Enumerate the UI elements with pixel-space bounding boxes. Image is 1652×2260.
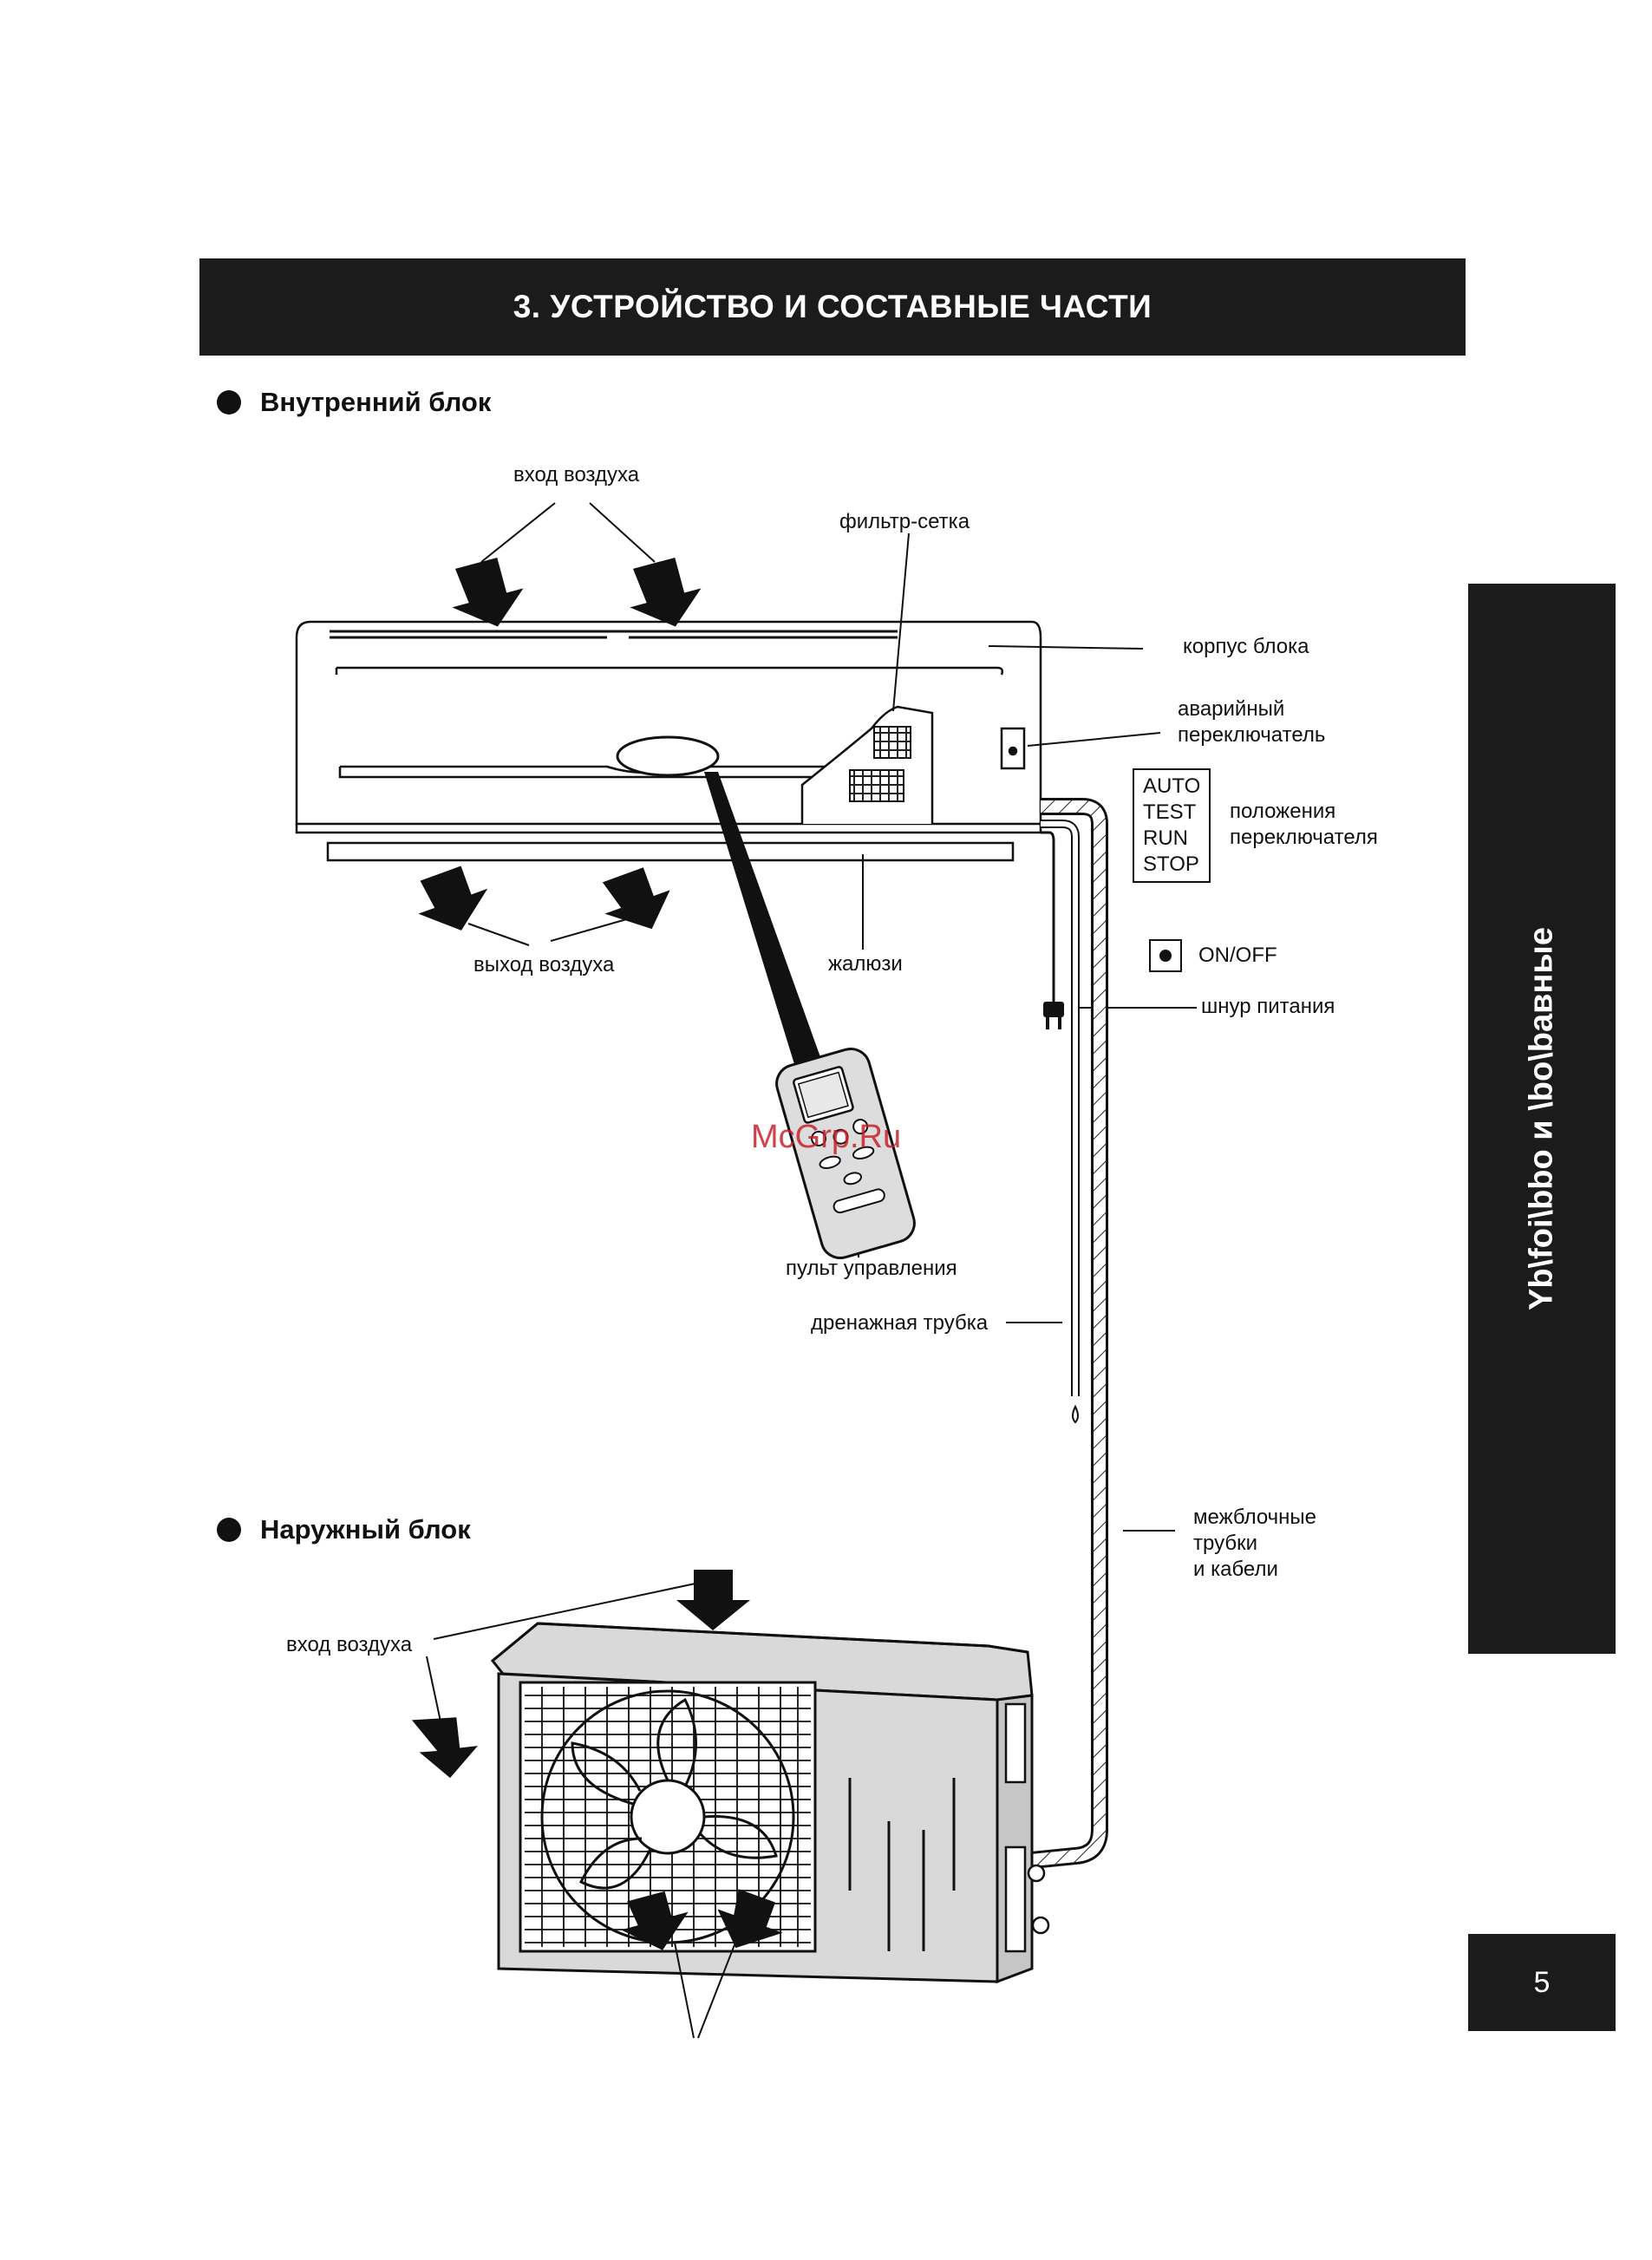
- label-onoff: ON/OFF: [1198, 944, 1277, 967]
- mode-auto: AUTO: [1143, 774, 1201, 798]
- remote-control-icon: [775, 1048, 916, 1259]
- label-air-out: выход воздуха: [473, 953, 615, 977]
- mode-stop: STOP: [1143, 852, 1199, 876]
- pointer-beam: [704, 772, 824, 1075]
- onoff-button-icon: [1149, 939, 1182, 972]
- label-pipes-cables: межблочные трубки и кабели: [1193, 1506, 1317, 1581]
- side-tab: Yb\foi\bbo и \bo\bавные: [1468, 584, 1616, 1654]
- fan-icon: [540, 1689, 795, 1944]
- switch-mode-list: AUTO TEST RUN STOP: [1133, 768, 1211, 883]
- power-plug-icon: [1043, 1002, 1064, 1029]
- watermark: McGrp.Ru: [751, 1119, 902, 1155]
- drop-icon: [1072, 1404, 1079, 1424]
- label-remote-control: пульт управления: [786, 1257, 957, 1280]
- label-switch-positions: положения переключателя: [1230, 800, 1378, 849]
- label-louvers: жалюзи: [828, 952, 903, 976]
- mode-test: TEST: [1143, 800, 1197, 824]
- leader-lines: [467, 502, 1197, 1532]
- label-filter: фильтр-сетка: [839, 510, 970, 533]
- arrow-icon: [418, 865, 670, 931]
- indoor-section-title: Внутренний блок: [217, 387, 491, 418]
- outdoor-unit: [490, 1622, 1050, 1984]
- label-power-cord: шнур питания: [1201, 995, 1335, 1018]
- label-air-in: вход воздуха: [513, 463, 640, 487]
- mode-run: RUN: [1143, 826, 1188, 850]
- bullet-icon: [217, 1518, 241, 1542]
- label-drain-tube: дренажная трубка: [811, 1311, 989, 1335]
- outdoor-section-label: Наружный блок: [260, 1514, 471, 1545]
- arrow-icon: [452, 557, 702, 627]
- indoor-section-label: Внутренний блок: [260, 387, 492, 417]
- page-title: 3. УСТРОЙСТВО И СОСТАВНЫЕ ЧАСТИ: [199, 258, 1466, 356]
- pipes-and-cables: [1022, 798, 1108, 1870]
- indoor-unit: [295, 620, 1042, 862]
- outdoor-section-title: Наружный блок: [217, 1514, 471, 1545]
- arrow-icon: [411, 1570, 783, 1950]
- label-emergency-switch: аварийный переключатель: [1178, 697, 1326, 747]
- label-unit-body: корпус блока: [1183, 635, 1309, 658]
- page-number: 5: [1468, 1934, 1616, 2031]
- label-outdoor-air-in: вход воздуха: [286, 1633, 413, 1656]
- bullet-icon: [217, 390, 241, 415]
